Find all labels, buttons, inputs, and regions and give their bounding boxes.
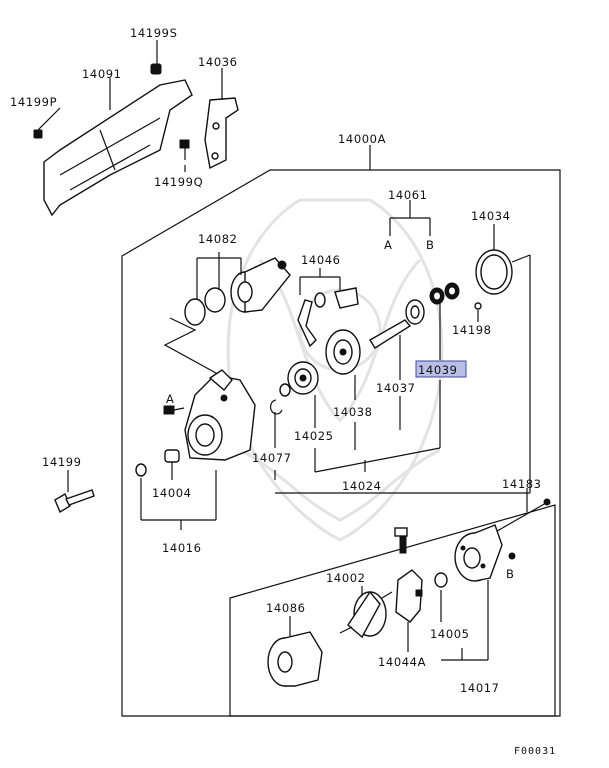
label-14036: 14036 — [198, 55, 238, 69]
bolt-14199Q — [179, 139, 190, 160]
label-14082: 14082 — [198, 232, 238, 246]
snap-ring-14077 — [269, 399, 283, 415]
label-B-14061: B — [426, 238, 435, 252]
label-14034: 14034 — [471, 209, 511, 223]
mounting-bracket — [204, 97, 239, 170]
label-14046: 14046 — [301, 253, 341, 267]
solenoid-14082 — [184, 257, 291, 326]
armature-14002 — [339, 590, 393, 639]
label-14038: 14038 — [333, 405, 373, 419]
label-14199Q: 14199Q — [154, 175, 203, 189]
bushing-14004 — [164, 449, 180, 463]
label-14086: 14086 — [266, 601, 306, 615]
o-ring — [135, 463, 147, 477]
label-14005: 14005 — [430, 627, 470, 641]
assembly-box-outline — [121, 169, 561, 717]
label-14199P: 14199P — [10, 95, 57, 109]
heat-shield-bracket — [43, 79, 193, 217]
through-bolt-14183 — [491, 498, 551, 535]
shaft-14037 — [369, 299, 425, 349]
label-14091: 14091 — [82, 67, 122, 81]
washer-14005 — [434, 572, 448, 588]
label-14199: 14199 — [42, 455, 82, 469]
gasket-ring-14034 — [475, 249, 513, 295]
label-14077: 14077 — [252, 451, 292, 465]
bolt-14199 — [54, 489, 95, 514]
label-14017: 14017 — [460, 681, 500, 695]
pin-14198 — [474, 302, 482, 310]
label-14037: 14037 — [376, 381, 416, 395]
bolt-14199P — [33, 129, 43, 139]
brush-holder-14044A — [394, 527, 423, 623]
label-14000A: 14000A — [338, 132, 386, 146]
label-14002: 14002 — [326, 571, 366, 585]
label-14198: 14198 — [452, 323, 492, 337]
screw-B — [508, 552, 516, 560]
yoke-14086 — [267, 631, 323, 687]
label-14039: 14039 — [418, 363, 458, 377]
highlight-14039[interactable] — [415, 360, 467, 378]
pinion-clutch-14025 — [279, 361, 319, 397]
label-A-14061: A — [384, 238, 392, 252]
label-14183: 14183 — [502, 477, 542, 491]
label-14024: 14024 — [342, 479, 382, 493]
label-14016: 14016 — [162, 541, 202, 555]
drive-housing-14016 — [184, 369, 256, 461]
figure-code: F00031 — [514, 746, 556, 757]
label-A-bolt: A — [166, 392, 174, 406]
gear-housing-14038 — [325, 329, 361, 375]
lever-14046 — [297, 287, 359, 348]
label-14061: 14061 — [388, 188, 428, 202]
label-B-screw: B — [506, 567, 515, 581]
bolt-14199S — [150, 63, 162, 75]
label-14025: 14025 — [294, 429, 334, 443]
label-14199S: 14199S — [130, 26, 177, 40]
lower-group-outline — [229, 504, 556, 717]
label-14004: 14004 — [152, 486, 192, 500]
label-14044A: 14044A — [378, 655, 426, 669]
rear-cover-14017 — [454, 524, 503, 582]
bolt-A-14016 — [163, 405, 185, 415]
